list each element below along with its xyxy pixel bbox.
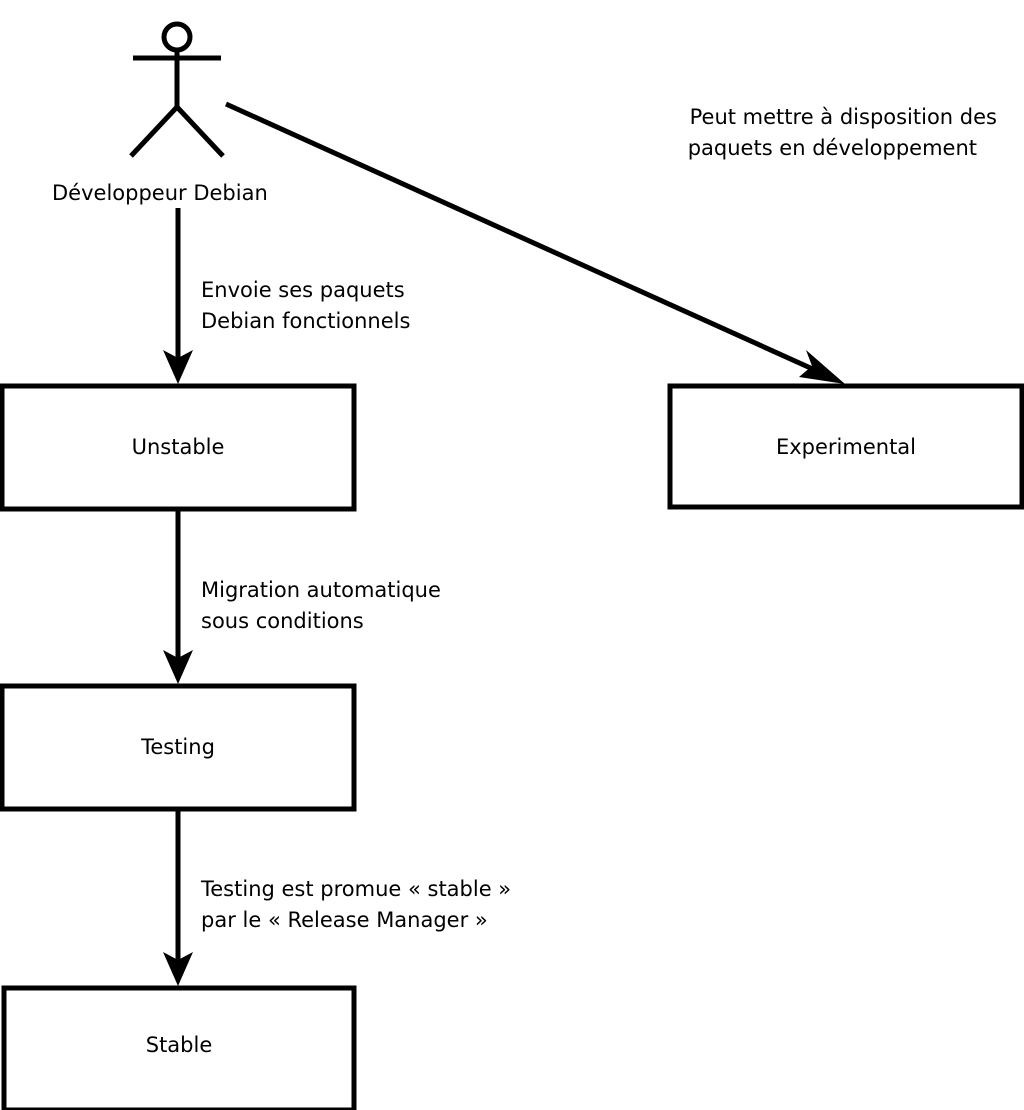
- node-testing[interactable]: Testing: [0, 683, 357, 812]
- edge-dev-to-unstable-arrowhead-icon: [163, 350, 193, 384]
- node-stable-box[interactable]: [1, 985, 357, 1110]
- edge-unstable-to-testing-label-line2: sous conditions: [201, 609, 364, 633]
- node-unstable-label: Unstable: [132, 435, 225, 459]
- actor-head-icon: [161, 21, 193, 53]
- debian-developer-actor: Développeur Debian: [52, 21, 268, 205]
- node-testing-label: Testing: [140, 735, 215, 759]
- edge-testing-to-stable-label-line2: par le « Release Manager »: [201, 908, 488, 932]
- node-unstable[interactable]: Unstable: [0, 383, 357, 512]
- actor-left-leg-icon: [129, 105, 179, 158]
- node-experimental[interactable]: Experimental: [667, 383, 1024, 510]
- edge-dev-to-experimental: Peut mettre à disposition des paquets en…: [224, 101, 997, 384]
- edge-unstable-to-testing-arrowhead-icon: [163, 650, 193, 684]
- node-experimental-box[interactable]: [667, 383, 1024, 510]
- edge-dev-to-unstable: Envoie ses paquets Debian fonctionnels: [163, 208, 410, 384]
- edge-dev-to-experimental-label-line2: paquets en développement: [688, 136, 977, 160]
- edge-dev-to-unstable-label-line1: Envoie ses paquets: [201, 278, 405, 302]
- edge-dev-to-experimental-arrowhead-icon: [799, 350, 845, 384]
- node-testing-box[interactable]: [0, 683, 357, 812]
- edge-testing-to-stable-arrowhead-icon: [163, 952, 193, 986]
- edge-unstable-to-testing: Migration automatique sous conditions: [163, 509, 441, 684]
- edge-dev-to-experimental-line: [224, 101, 828, 378]
- node-stable-label: Stable: [146, 1033, 213, 1057]
- edge-dev-to-unstable-label-line2: Debian fonctionnels: [201, 309, 410, 333]
- node-experimental-label: Experimental: [776, 435, 916, 459]
- edge-dev-to-experimental-label-line1: Peut mettre à disposition des: [690, 105, 997, 129]
- edge-testing-to-stable-label-line1: Testing est promue « stable »: [200, 877, 511, 901]
- actor-label: Développeur Debian: [52, 181, 268, 205]
- node-stable[interactable]: Stable: [1, 985, 357, 1110]
- edge-unstable-to-testing-label-line1: Migration automatique: [201, 578, 441, 602]
- edge-testing-to-stable: Testing est promue « stable » par le « R…: [163, 809, 511, 986]
- node-unstable-box[interactable]: [0, 383, 357, 512]
- actor-right-leg-icon: [175, 105, 225, 158]
